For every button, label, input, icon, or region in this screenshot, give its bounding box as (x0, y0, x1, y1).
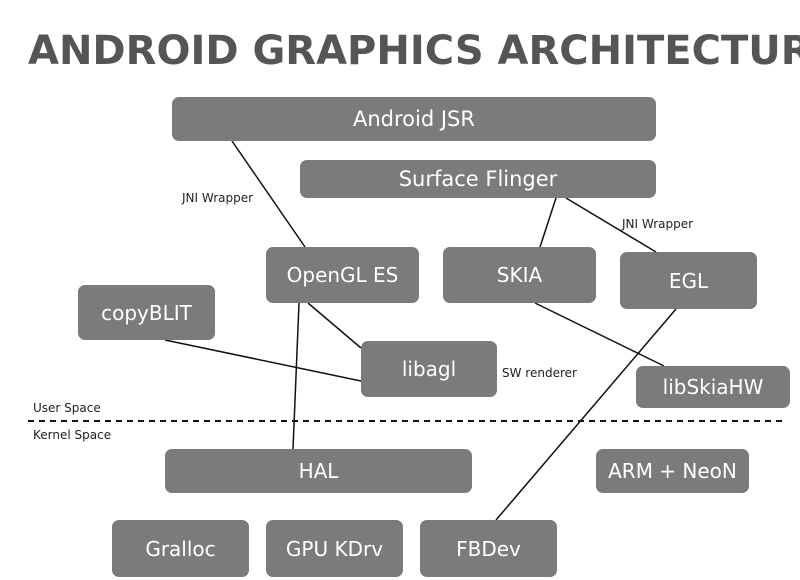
opengl-es-label: OpenGL ES (286, 263, 399, 287)
arm-neon-label: ARM + NeoN (608, 459, 737, 483)
kernel-space-label: Kernel Space (33, 428, 112, 442)
egl-box: EGL (620, 252, 757, 309)
libagl-box: libagl (361, 341, 497, 397)
skia-label: SKIA (496, 263, 543, 287)
egl-label: EGL (668, 268, 709, 293)
sw-renderer-label: SW renderer (502, 366, 577, 380)
gralloc-box: Gralloc (112, 520, 249, 577)
copyblit-label: copyBLIT (101, 300, 192, 325)
opengl-es-box: OpenGL ES (266, 247, 419, 303)
fbdev-box: FBDev (420, 520, 557, 577)
arm-neon-box: ARM + NeoN (596, 449, 749, 493)
connector-opengl-libagl (307, 302, 362, 349)
jni-wrapper-right-label: JNI Wrapper (622, 217, 694, 231)
hal-label: HAL (298, 459, 339, 483)
skia-box: SKIA (443, 247, 596, 303)
android-jsr-box: Android JSR (172, 97, 656, 141)
user-space-label: User Space (33, 401, 101, 415)
diagram-title: ANDROID GRAPHICS ARCHITECTURE (28, 28, 800, 74)
gpu-kdrv-label: GPU KDrv (285, 536, 384, 561)
surface-flinger-box: Surface Flinger (300, 160, 656, 198)
connector-jsr-opengl (231, 140, 306, 248)
surface-flinger-label: Surface Flinger (398, 167, 558, 191)
connector-skia-libskiahw (534, 302, 665, 367)
copyblit-box: copyBLIT (78, 285, 215, 340)
libskiahw-box: libSkiaHW (636, 366, 790, 408)
connector-egl-fbdev (495, 308, 677, 521)
gpu-kdrv-box: GPU KDrv (266, 520, 403, 577)
hal-box: HAL (165, 449, 472, 493)
jni-wrapper-left-label: JNI Wrapper (182, 191, 254, 205)
android-jsr-label: Android JSR (353, 107, 475, 131)
connector-surfaceflinger-skia (539, 197, 557, 248)
libskiahw-label: libSkiaHW (662, 375, 764, 399)
connector-surfaceflinger-egl (565, 197, 657, 253)
connector-copyblit-libagl (164, 339, 362, 382)
libagl-label: libagl (401, 357, 457, 381)
fbdev-label: FBDev (456, 536, 521, 561)
gralloc-label: Gralloc (145, 536, 216, 561)
connector-opengl-hal (292, 302, 300, 450)
